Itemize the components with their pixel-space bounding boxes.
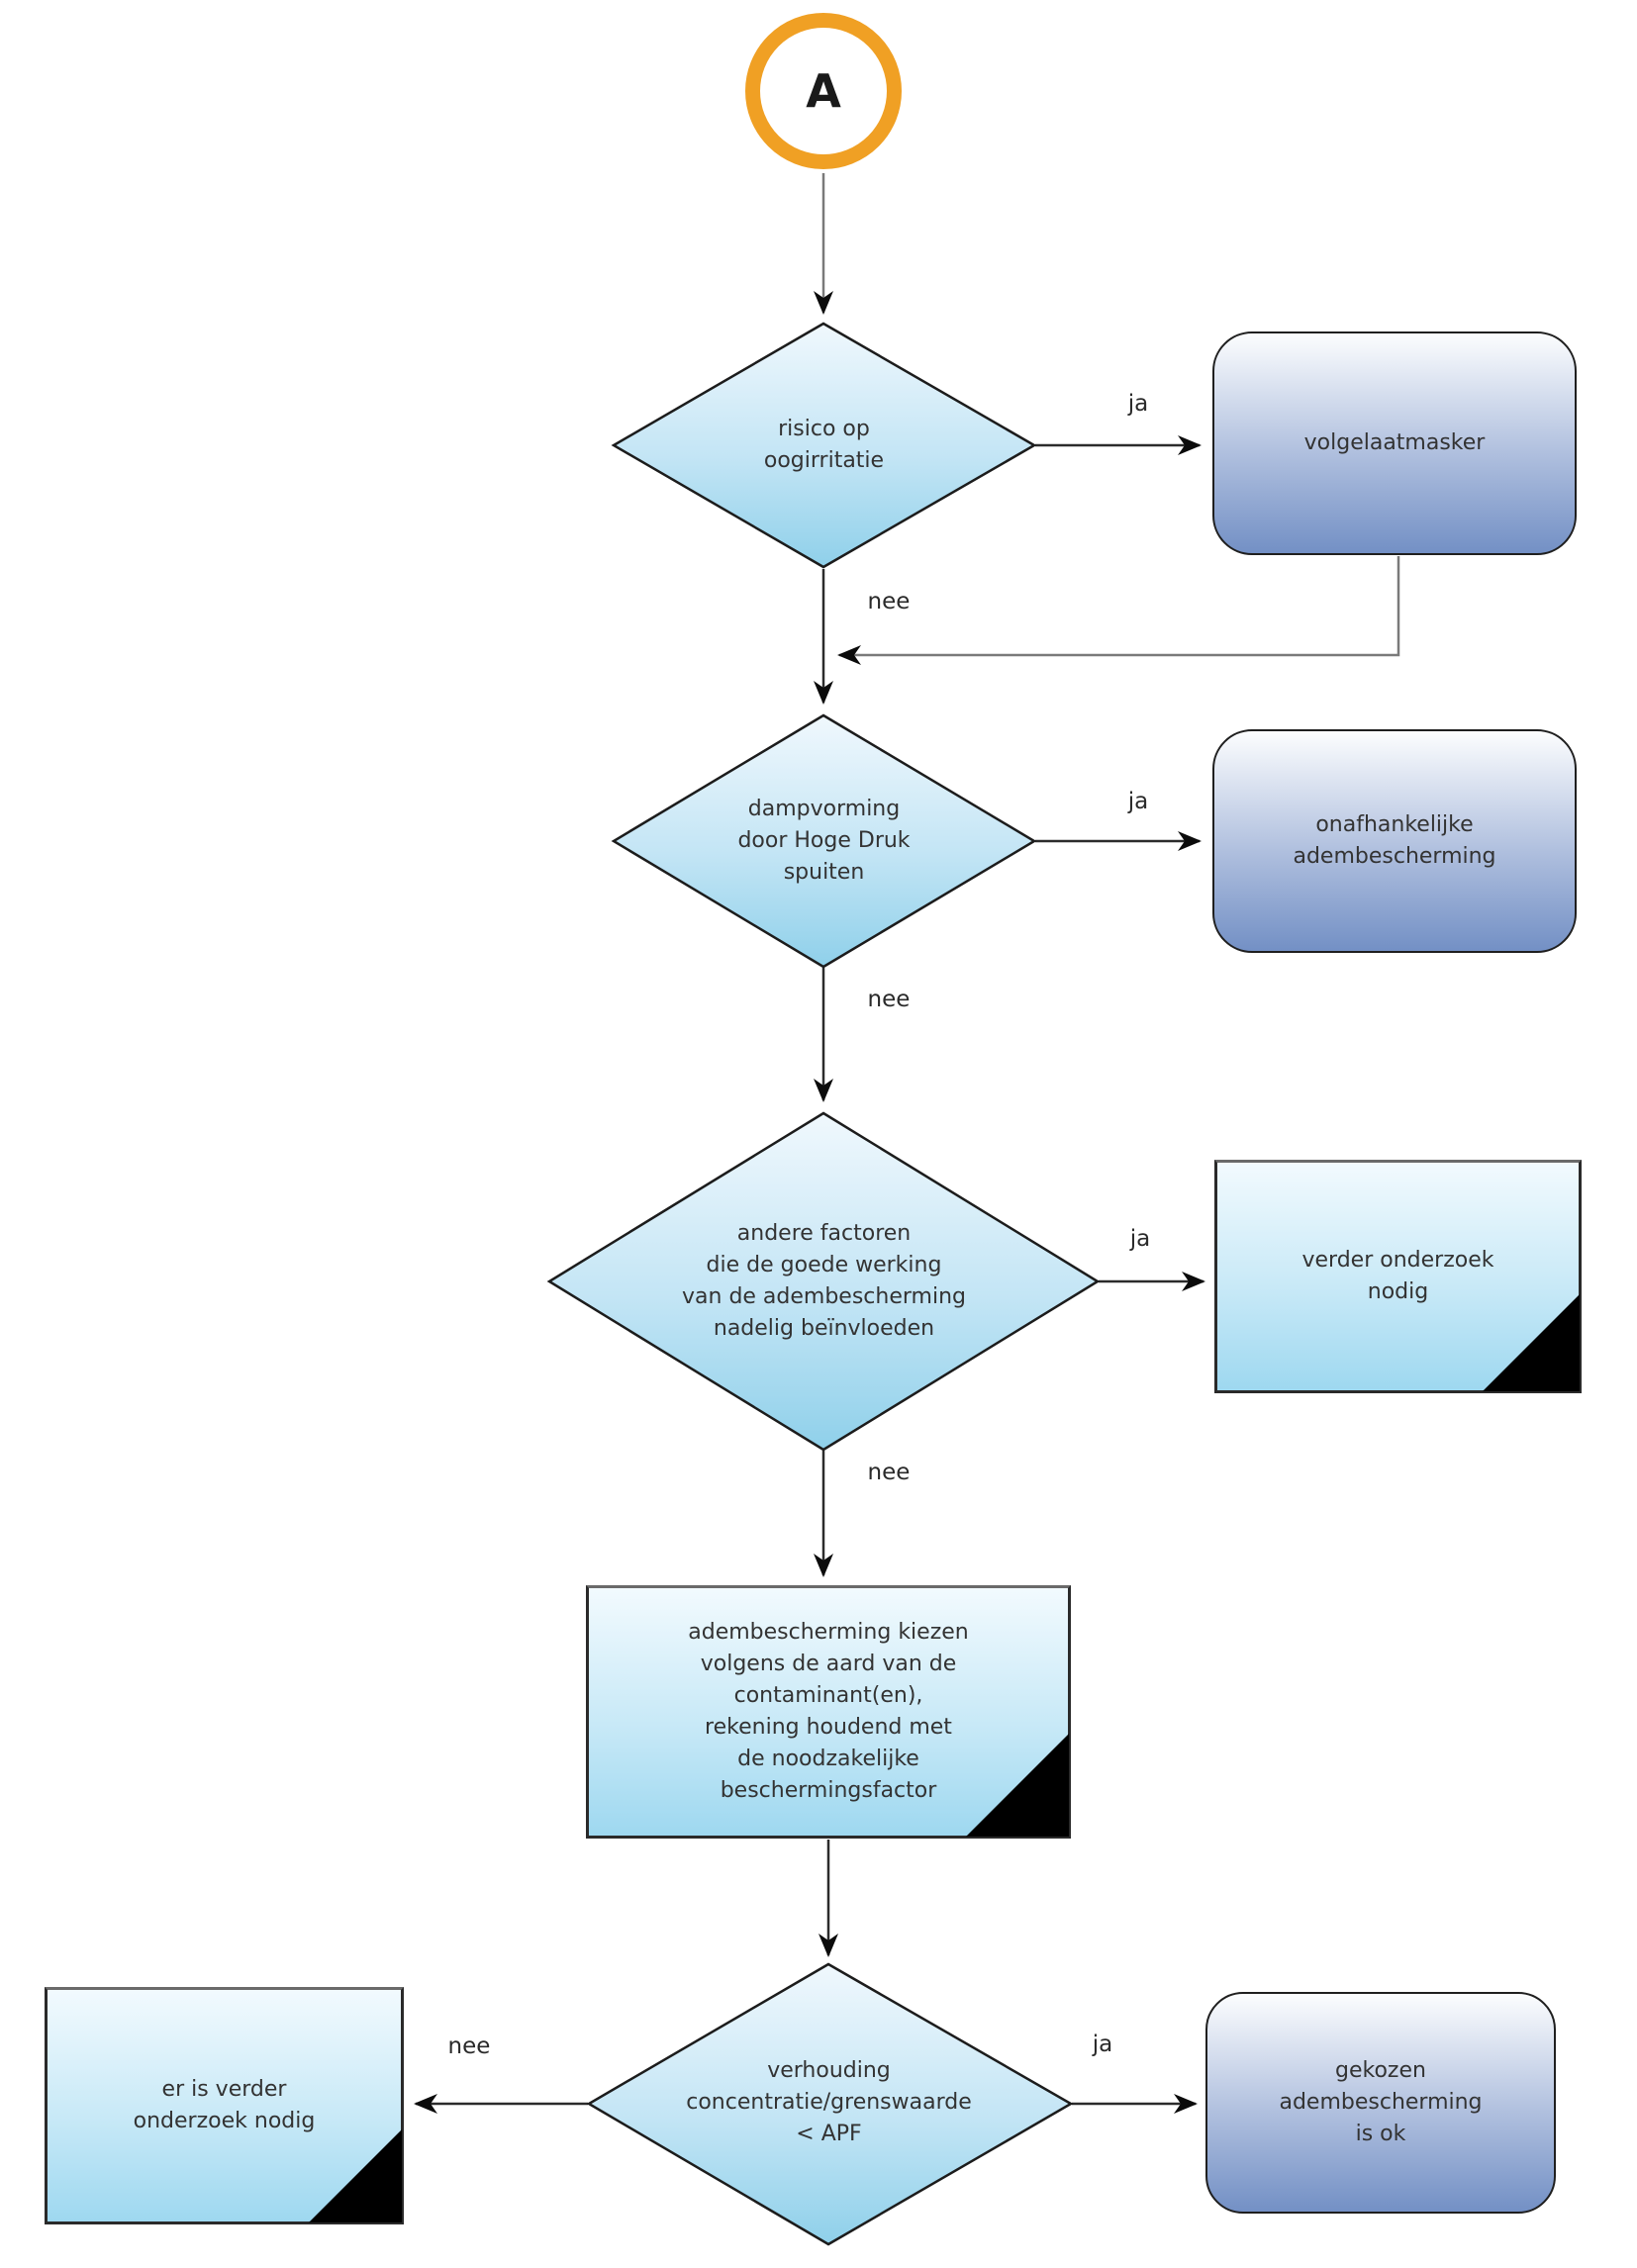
- result-further-research-text: verder onderzoek nodig: [1301, 1248, 1494, 1304]
- edge-label-ja-1: ja: [1127, 391, 1149, 417]
- folded-corner-icon: [966, 1734, 1069, 1837]
- decision-high-pressure-vapour-text: dampvorming door Hoge Druk spuiten: [737, 797, 911, 885]
- edge-label-nee-4: nee: [447, 2033, 491, 2059]
- process-choose-protection: adembescherming kiezen volgens de aard v…: [586, 1585, 1071, 1839]
- edge-label-nee-2: nee: [867, 987, 911, 1012]
- result-more-research-needed-text: er is verder onderzoek nodig: [133, 2077, 316, 2133]
- folded-corner-icon: [1483, 1294, 1580, 1391]
- result-full-face-mask: volgelaatmasker: [1212, 331, 1577, 555]
- decision-other-factors-text: andere factoren die de goede werking van…: [682, 1221, 966, 1341]
- process-choose-protection-text: adembescherming kiezen volgens de aard v…: [688, 1620, 969, 1803]
- connector-a-label: A: [806, 64, 841, 118]
- edge-label-ja-3: ja: [1129, 1226, 1151, 1252]
- result-more-research-needed: er is verder onderzoek nodig: [45, 1987, 404, 2224]
- decision-eye-irritation-text: risico op oogirritatie: [763, 417, 885, 473]
- result-further-research: verder onderzoek nodig: [1214, 1160, 1582, 1393]
- edge-label-ja-2: ja: [1127, 789, 1149, 814]
- edge-mask-return: [837, 556, 1400, 665]
- connector-a-circle: A: [745, 13, 902, 169]
- result-protection-ok: gekozen adembescherming is ok: [1205, 1992, 1556, 2214]
- decision-concentration-apf-text: verhouding concentratie/grenswaarde < AP…: [686, 2058, 972, 2146]
- edge-label-nee-3: nee: [867, 1460, 911, 1485]
- result-independent-protection: onafhankelijke adembescherming: [1212, 729, 1577, 953]
- edge-label-ja-4: ja: [1092, 2032, 1113, 2057]
- folded-corner-icon: [309, 2129, 402, 2222]
- edge-label-nee-1: nee: [867, 589, 911, 614]
